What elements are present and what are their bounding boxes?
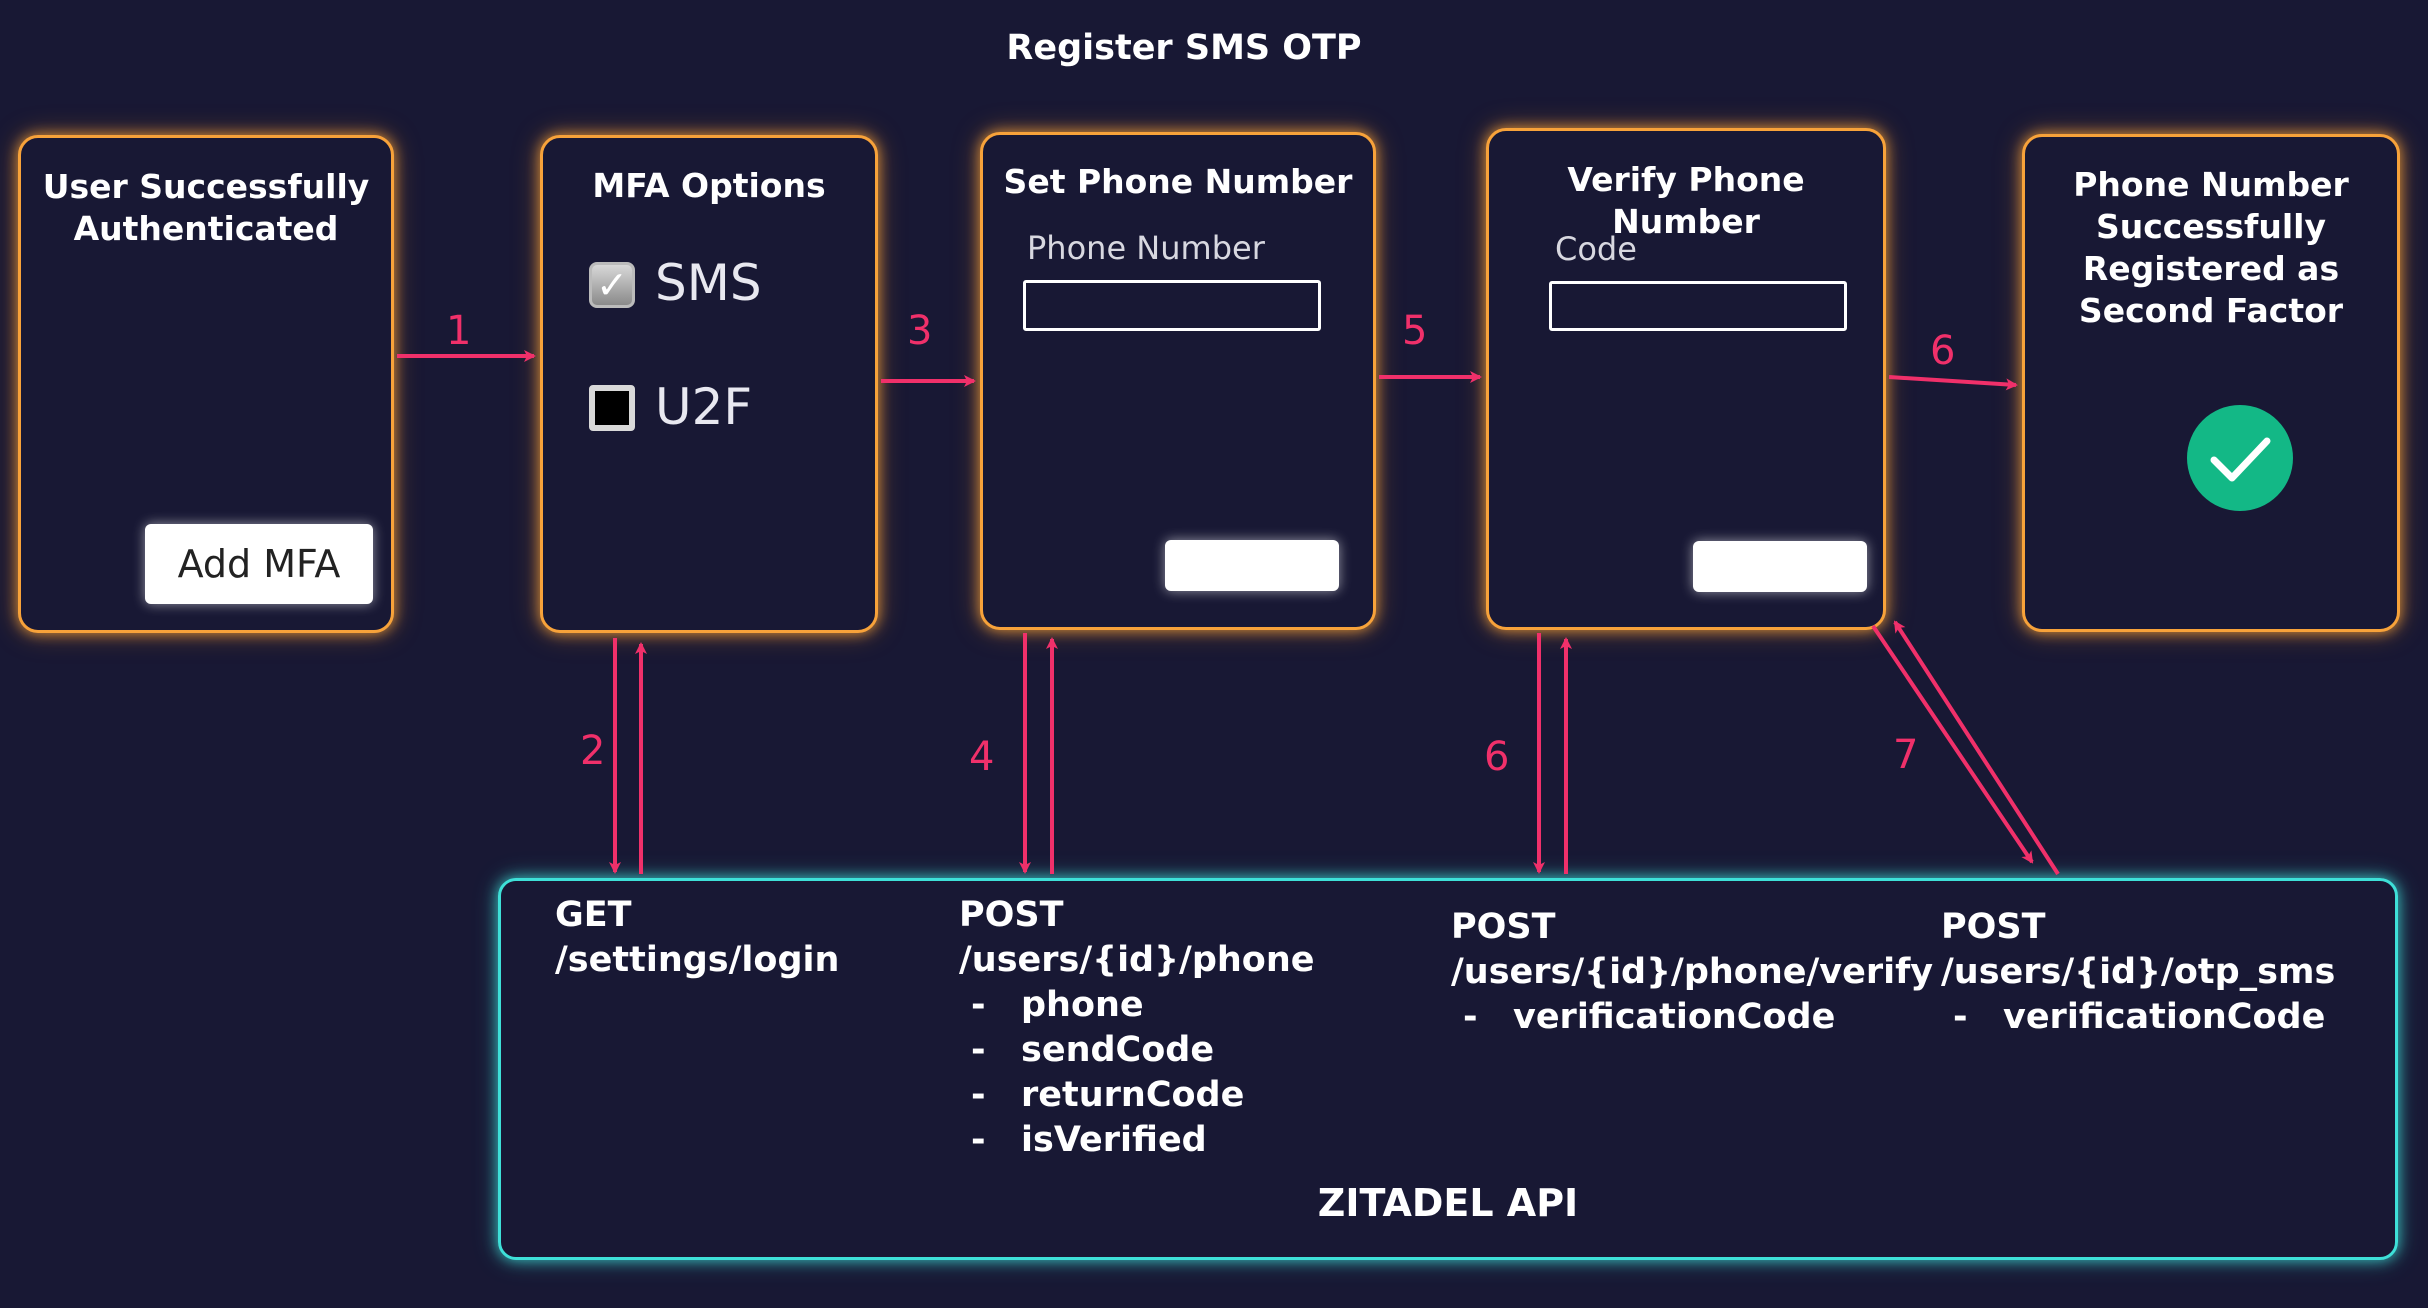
arrow-step-6-to-success [1888, 375, 2018, 391]
code-input[interactable] [1549, 281, 1847, 331]
u2f-checkbox[interactable] [589, 385, 635, 431]
add-mfa-button[interactable]: Add MFA [145, 524, 373, 604]
check-circle-icon [2187, 405, 2293, 511]
step-number: 4 [969, 734, 994, 780]
endpoint-get-settings-login: GET /settings/login [555, 895, 840, 980]
card-user-authenticated: User Successfully Authenticated Add MFA [18, 135, 394, 633]
param-item: -verificationCode [1953, 997, 2326, 1037]
set-phone-submit-button[interactable] [1165, 540, 1339, 591]
card-title: Set Phone Number [1003, 162, 1353, 201]
phone-number-label: Phone Number [1027, 229, 1265, 267]
sms-checkbox[interactable]: ✓ [589, 262, 635, 308]
api-title: ZITADEL API [1317, 1181, 1579, 1225]
verify-submit-button[interactable] [1693, 541, 1867, 592]
card-title: User Successfully Authenticated [42, 167, 370, 248]
card-verify-phone-number: Verify Phone Number Code [1486, 128, 1886, 630]
arrow-step-7-up [1893, 620, 2060, 876]
card-set-phone-number: Set Phone Number Phone Number [980, 132, 1376, 630]
checkmark-icon: ✓ [596, 263, 628, 307]
param-item: -sendCode [971, 1030, 1215, 1070]
endpoint-post-phone-verify: POST /users/{id}/phone/verify -verificat… [1451, 905, 1933, 1040]
param-item: -isVerified [971, 1120, 1207, 1160]
param-item: -phone [971, 985, 1144, 1025]
card-title: Phone Number Successfully Registered as … [2073, 165, 2349, 330]
arrow-step-7-down [1871, 624, 2034, 864]
phone-number-input[interactable] [1023, 280, 1321, 331]
param-item: -verificationCode [1463, 997, 1836, 1037]
param-item: -returnCode [971, 1075, 1245, 1115]
step-number: 6 [1484, 734, 1509, 780]
step-number: 2 [580, 728, 605, 774]
u2f-option-label: U2F [655, 378, 753, 436]
card-mfa-options: MFA Options ✓ SMS U2F [540, 135, 878, 633]
endpoint-post-otp-sms: POST /users/{id}/otp_sms -verificationCo… [1941, 905, 2335, 1040]
step-number: 7 [1893, 732, 1918, 778]
sms-option-label: SMS [655, 254, 762, 312]
step-number: 5 [1402, 308, 1427, 354]
endpoint-post-user-phone: POST /users/{id}/phone -phone -sendCode … [959, 893, 1315, 1163]
step-number: 6 [1930, 328, 1955, 374]
step-number: 1 [446, 308, 471, 354]
card-title: Verify Phone Number [1567, 160, 1805, 241]
card-phone-registered: Phone Number Successfully Registered as … [2022, 134, 2400, 632]
diagram-title: Register SMS OTP [1006, 28, 1362, 68]
code-label: Code [1555, 230, 1637, 268]
step-number: 3 [907, 308, 932, 354]
zitadel-api-box: ZITADEL API GET /settings/login POST /us… [498, 878, 2398, 1260]
card-title: MFA Options [592, 166, 826, 205]
